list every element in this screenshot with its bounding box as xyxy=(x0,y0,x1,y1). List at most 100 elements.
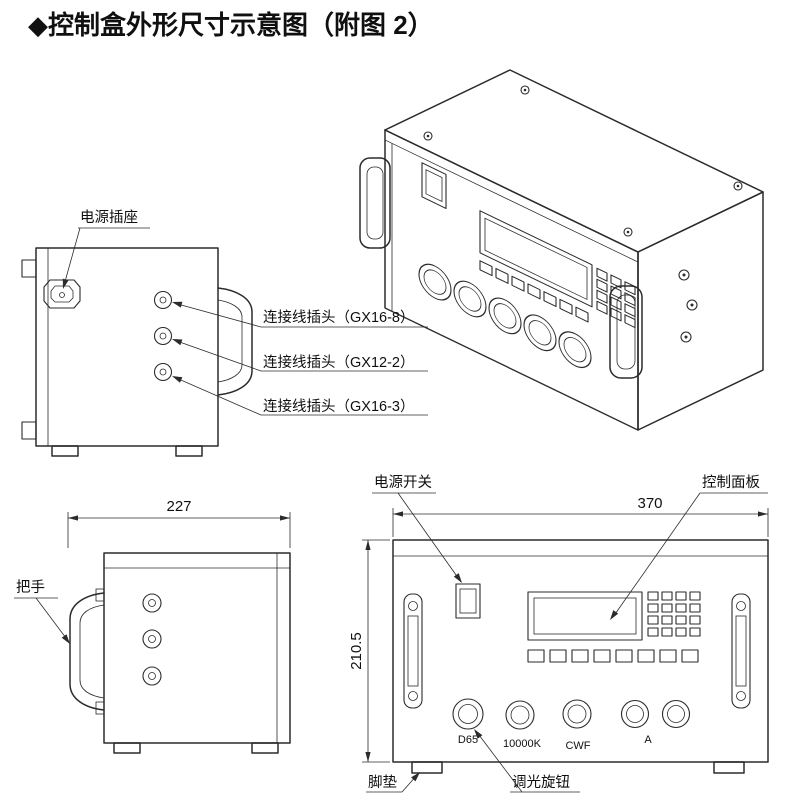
control-knob xyxy=(453,280,487,318)
function-button xyxy=(571,649,589,663)
side-panel-outline xyxy=(35,247,219,447)
mount-tab-top xyxy=(21,259,37,278)
front-face-outline xyxy=(384,129,639,431)
control-knobs xyxy=(418,263,592,369)
handle-mount xyxy=(95,588,105,602)
knob-ring xyxy=(661,699,691,729)
keypad-button xyxy=(675,591,687,601)
function-button xyxy=(659,649,677,663)
connector-label: 连接线插头（GX12-2） xyxy=(263,354,414,371)
leader-arrow-icon xyxy=(172,301,183,308)
function-button xyxy=(593,649,611,663)
connector-hole-center xyxy=(684,335,688,339)
lcd-bezel xyxy=(527,591,643,641)
control-knob-cap xyxy=(563,336,587,363)
leader-line xyxy=(475,730,523,793)
foot xyxy=(175,445,203,457)
dimension-arrow-icon xyxy=(393,511,403,517)
keypad-button xyxy=(647,591,659,601)
keypad-button xyxy=(610,307,622,322)
label-foot-pad: 脚垫 xyxy=(366,772,420,793)
keypad-button xyxy=(675,603,687,613)
mount-bracket-right xyxy=(731,593,751,709)
knob-10000k xyxy=(505,700,535,730)
knob-ring xyxy=(562,699,592,729)
keypad-button xyxy=(624,303,636,318)
knob-ring xyxy=(452,698,484,730)
power-switch xyxy=(455,583,481,619)
keypad-button xyxy=(610,296,622,311)
dimension-210-5: 210.5 xyxy=(348,539,390,763)
connector-port-1 xyxy=(153,290,173,310)
keypad-button xyxy=(661,591,673,601)
connector-hole-center xyxy=(682,273,686,277)
label-handle: 把手 xyxy=(14,579,70,644)
handle-outer xyxy=(69,592,105,711)
top-face-screws xyxy=(423,85,743,237)
leader-arrow-icon xyxy=(62,278,69,289)
function-button xyxy=(681,649,699,663)
keypad-button xyxy=(647,603,659,613)
foot xyxy=(251,742,279,754)
screw xyxy=(408,691,418,701)
function-button xyxy=(527,283,541,300)
function-button xyxy=(479,260,493,277)
connector-port-3 xyxy=(153,362,173,382)
keypad-button xyxy=(596,300,608,315)
knob-ring xyxy=(620,699,650,729)
front-panel-outline xyxy=(392,539,769,763)
control-knob xyxy=(523,314,557,352)
keypad-grid xyxy=(596,267,636,329)
knob-label-d65: D65 xyxy=(458,734,478,746)
mount-tab-bottom xyxy=(21,421,37,440)
connector-ring xyxy=(142,593,162,613)
side-handle xyxy=(217,287,253,396)
leader-arrow-icon xyxy=(610,610,619,620)
leader-arrow-icon xyxy=(453,573,462,583)
control-knob xyxy=(558,331,592,369)
keypad-button xyxy=(689,603,701,613)
knob-5 xyxy=(661,699,691,729)
connector-port-2 xyxy=(153,326,173,346)
power-socket-pin xyxy=(59,292,65,298)
connector-port-3 xyxy=(142,666,162,686)
leader-arrow-icon xyxy=(411,772,420,782)
keypad-button xyxy=(596,267,608,282)
foot xyxy=(713,761,745,774)
dimension-arrow-icon xyxy=(365,540,371,550)
handle-mount xyxy=(95,701,105,715)
leader-arrow-icon xyxy=(61,634,70,644)
keypad-button xyxy=(661,627,673,637)
handle-inner xyxy=(79,604,105,699)
right-handle xyxy=(609,285,643,379)
control-knob-cap xyxy=(493,303,517,329)
left-side-view: 227 xyxy=(67,498,291,754)
power-socket-outline xyxy=(43,279,81,309)
leader-line xyxy=(35,597,70,643)
connector-label: 连接线插头（GX16-3） xyxy=(263,398,414,415)
label-power-socket: 电源插座 xyxy=(62,209,150,289)
keypad-button xyxy=(689,591,701,601)
connector-ring xyxy=(142,666,162,686)
label-dimmer-knob: 调光旋钮 xyxy=(474,729,580,793)
knob-cwf xyxy=(562,699,592,729)
keypad-button xyxy=(610,285,622,300)
screw xyxy=(520,85,530,95)
knob-label-a: A xyxy=(644,734,652,746)
keypad-grid xyxy=(647,591,701,637)
leader-arrow-icon xyxy=(172,339,183,346)
connector-ring xyxy=(153,290,173,310)
connector-core xyxy=(159,332,167,340)
dimension-227: 227 xyxy=(67,498,291,548)
power-switch-rocker xyxy=(459,588,477,614)
knob-cap xyxy=(567,704,587,724)
control-panel-label: 控制面板 xyxy=(702,473,760,491)
function-button xyxy=(615,649,633,663)
front-face-bevel xyxy=(385,139,638,263)
box-front-face xyxy=(384,129,639,431)
keypad-button xyxy=(661,603,673,613)
connector-port-1 xyxy=(142,593,162,613)
leader-arrow-icon xyxy=(172,376,183,383)
keypad-button xyxy=(596,278,608,293)
